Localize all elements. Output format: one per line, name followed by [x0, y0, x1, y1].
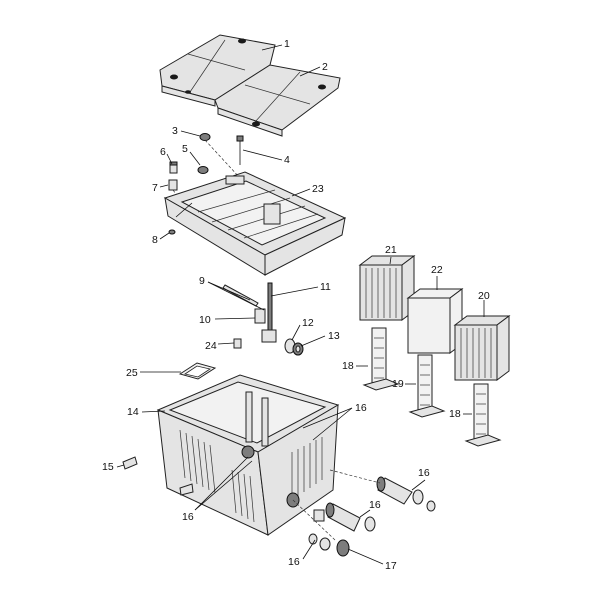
callout-19: 19: [392, 378, 404, 390]
callout-22: 22: [431, 264, 443, 276]
leader-lines: [116, 44, 485, 565]
screw-part-8: [168, 229, 176, 235]
hose-tail-part-16-middle: [325, 502, 376, 532]
sponge-part-21: [358, 255, 416, 321]
callout-7: 7: [152, 182, 158, 194]
plug-part-6: [169, 161, 178, 174]
callout-25: 25: [126, 367, 138, 379]
callout-6: 6: [160, 146, 166, 158]
filter-tray-part-23: [163, 171, 347, 276]
holder-part-10: [254, 308, 266, 324]
callout-16-fitting-middle: 16: [369, 499, 381, 511]
callout-labels: 1 2 3 4 5 6 7 8 9 10 11 12 13 14 15 16 1…: [102, 38, 490, 572]
callout-13: 13: [328, 330, 340, 342]
hose-tail-part-16-right: [376, 476, 436, 512]
callout-21: 21: [385, 244, 397, 256]
callout-3: 3: [172, 125, 178, 137]
callout-23: 23: [312, 183, 324, 195]
rod-part-11: [261, 282, 277, 343]
callout-17: 17: [385, 560, 397, 572]
plug-part-7: [168, 179, 178, 191]
callout-16-fitting-right: 16: [418, 467, 430, 479]
callout-11: 11: [320, 281, 331, 293]
callout-9: 9: [199, 275, 205, 287]
callout-14: 14: [127, 406, 139, 418]
callout-12: 12: [302, 317, 314, 329]
sponge-part-20: [453, 315, 511, 381]
callout-15: 15: [102, 461, 114, 473]
cap-part-3: [199, 133, 211, 141]
callout-5: 5: [182, 143, 188, 155]
seal-ring-part-25: [178, 362, 217, 380]
callout-2: 2: [322, 61, 328, 73]
sponge-holder-part-18-right: [464, 383, 502, 447]
callout-8: 8: [152, 234, 158, 246]
callout-16-housing-left: 16: [182, 511, 194, 523]
screw-part-4: [236, 135, 244, 165]
callout-10: 10: [199, 314, 211, 326]
callout-16-fitting-bottom: 16: [288, 556, 300, 568]
seal-part-13: [292, 342, 304, 356]
cap-part-5: [197, 166, 209, 174]
callout-4: 4: [284, 154, 290, 166]
lid-panel-right: [214, 64, 341, 137]
callout-20: 20: [478, 290, 490, 302]
callout-1: 1: [284, 38, 290, 50]
sponge-holder-part-19: [408, 354, 446, 418]
sponge-part-22: [406, 288, 464, 354]
connector-part-24: [233, 338, 242, 349]
callout-18-right: 18: [449, 408, 461, 420]
lid-panel-left: [159, 34, 276, 107]
callout-18-left: 18: [342, 360, 354, 372]
clip-part-15: [122, 456, 194, 496]
callout-24: 24: [205, 340, 217, 352]
sponge-holder-part-18-left: [362, 327, 400, 391]
callout-16-housing-right: 16: [355, 402, 367, 414]
coupling-part-17: [308, 509, 350, 557]
filter-housing-part-14: [156, 374, 340, 536]
